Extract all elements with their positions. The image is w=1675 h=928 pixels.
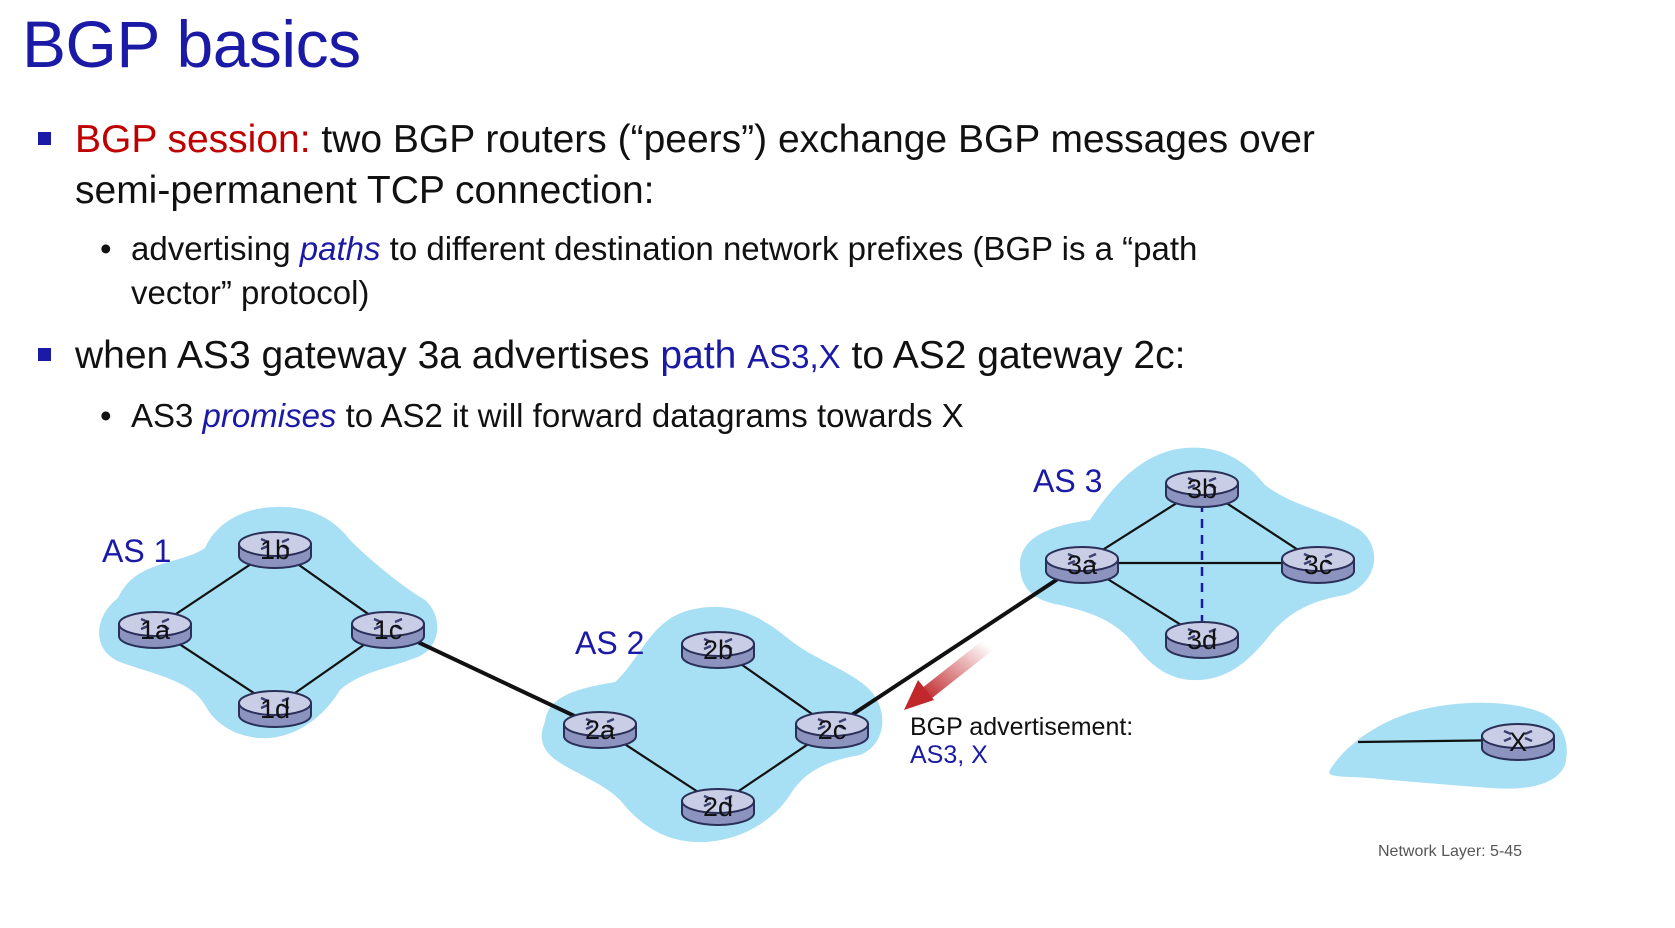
router-label: 3a [1067, 550, 1098, 580]
as2-label: AS 2 [575, 625, 644, 661]
router-1a-icon: 1a [118, 611, 192, 649]
advertisement-path: AS3, X [910, 741, 988, 769]
router-label: 1b [260, 535, 290, 565]
advertisement-arrow-icon [904, 639, 993, 710]
router-label: 1d [260, 694, 290, 724]
page-title: BGP basics [22, 7, 361, 81]
inter-as-links [387, 561, 1084, 730]
as1-label: AS 1 [102, 533, 171, 569]
router-1c-icon: 1c [351, 611, 425, 649]
router-label: 2c [818, 715, 847, 745]
router-x-icon: X [1481, 723, 1555, 761]
routers: 1a 1b 1c 1d 2a 2b 2c 2d 3a 3b 3c 3dX [118, 470, 1555, 826]
router-label: 3d [1187, 625, 1217, 655]
router-3c-icon: 3c [1281, 546, 1355, 584]
as1-cloud [99, 506, 438, 739]
router-label: 2d [703, 792, 733, 822]
router-label: X [1509, 727, 1527, 757]
router-label: 2a [585, 715, 616, 745]
square-bullet-icon [38, 348, 51, 361]
router-1d-icon: 1d [238, 690, 312, 728]
router-3a-icon: 3a [1045, 546, 1119, 584]
slide-footer: Network Layer: 5-45 [1378, 843, 1523, 860]
dot-bullet-icon: • [100, 230, 112, 267]
dot-bullet-icon: • [100, 397, 112, 434]
router-3d-icon: 3d [1165, 621, 1239, 659]
router-1b-icon: 1b [238, 531, 312, 569]
as3-label: AS 3 [1033, 463, 1102, 499]
router-2b-icon: 2b [681, 631, 755, 669]
advertisement-title: BGP advertisement: [910, 713, 1133, 741]
router-2d-icon: 2d [681, 788, 755, 826]
router-label: 3c [1304, 550, 1333, 580]
bullet-text: BGP session: two BGP routers (“peers”) e… [75, 118, 1315, 161]
router-label: 2b [703, 635, 733, 665]
router-2a-icon: 2a [563, 711, 637, 749]
square-bullet-icon [38, 132, 51, 145]
router-label: 1a [140, 615, 171, 645]
link-2c-3a [830, 561, 1084, 730]
router-label: 1c [374, 615, 403, 645]
router-2c-icon: 2c [795, 711, 869, 749]
router-label: 3b [1187, 474, 1217, 504]
router-3b-icon: 3b [1165, 470, 1239, 508]
link-1c-2a [387, 626, 601, 730]
as2-cloud [541, 606, 883, 842]
